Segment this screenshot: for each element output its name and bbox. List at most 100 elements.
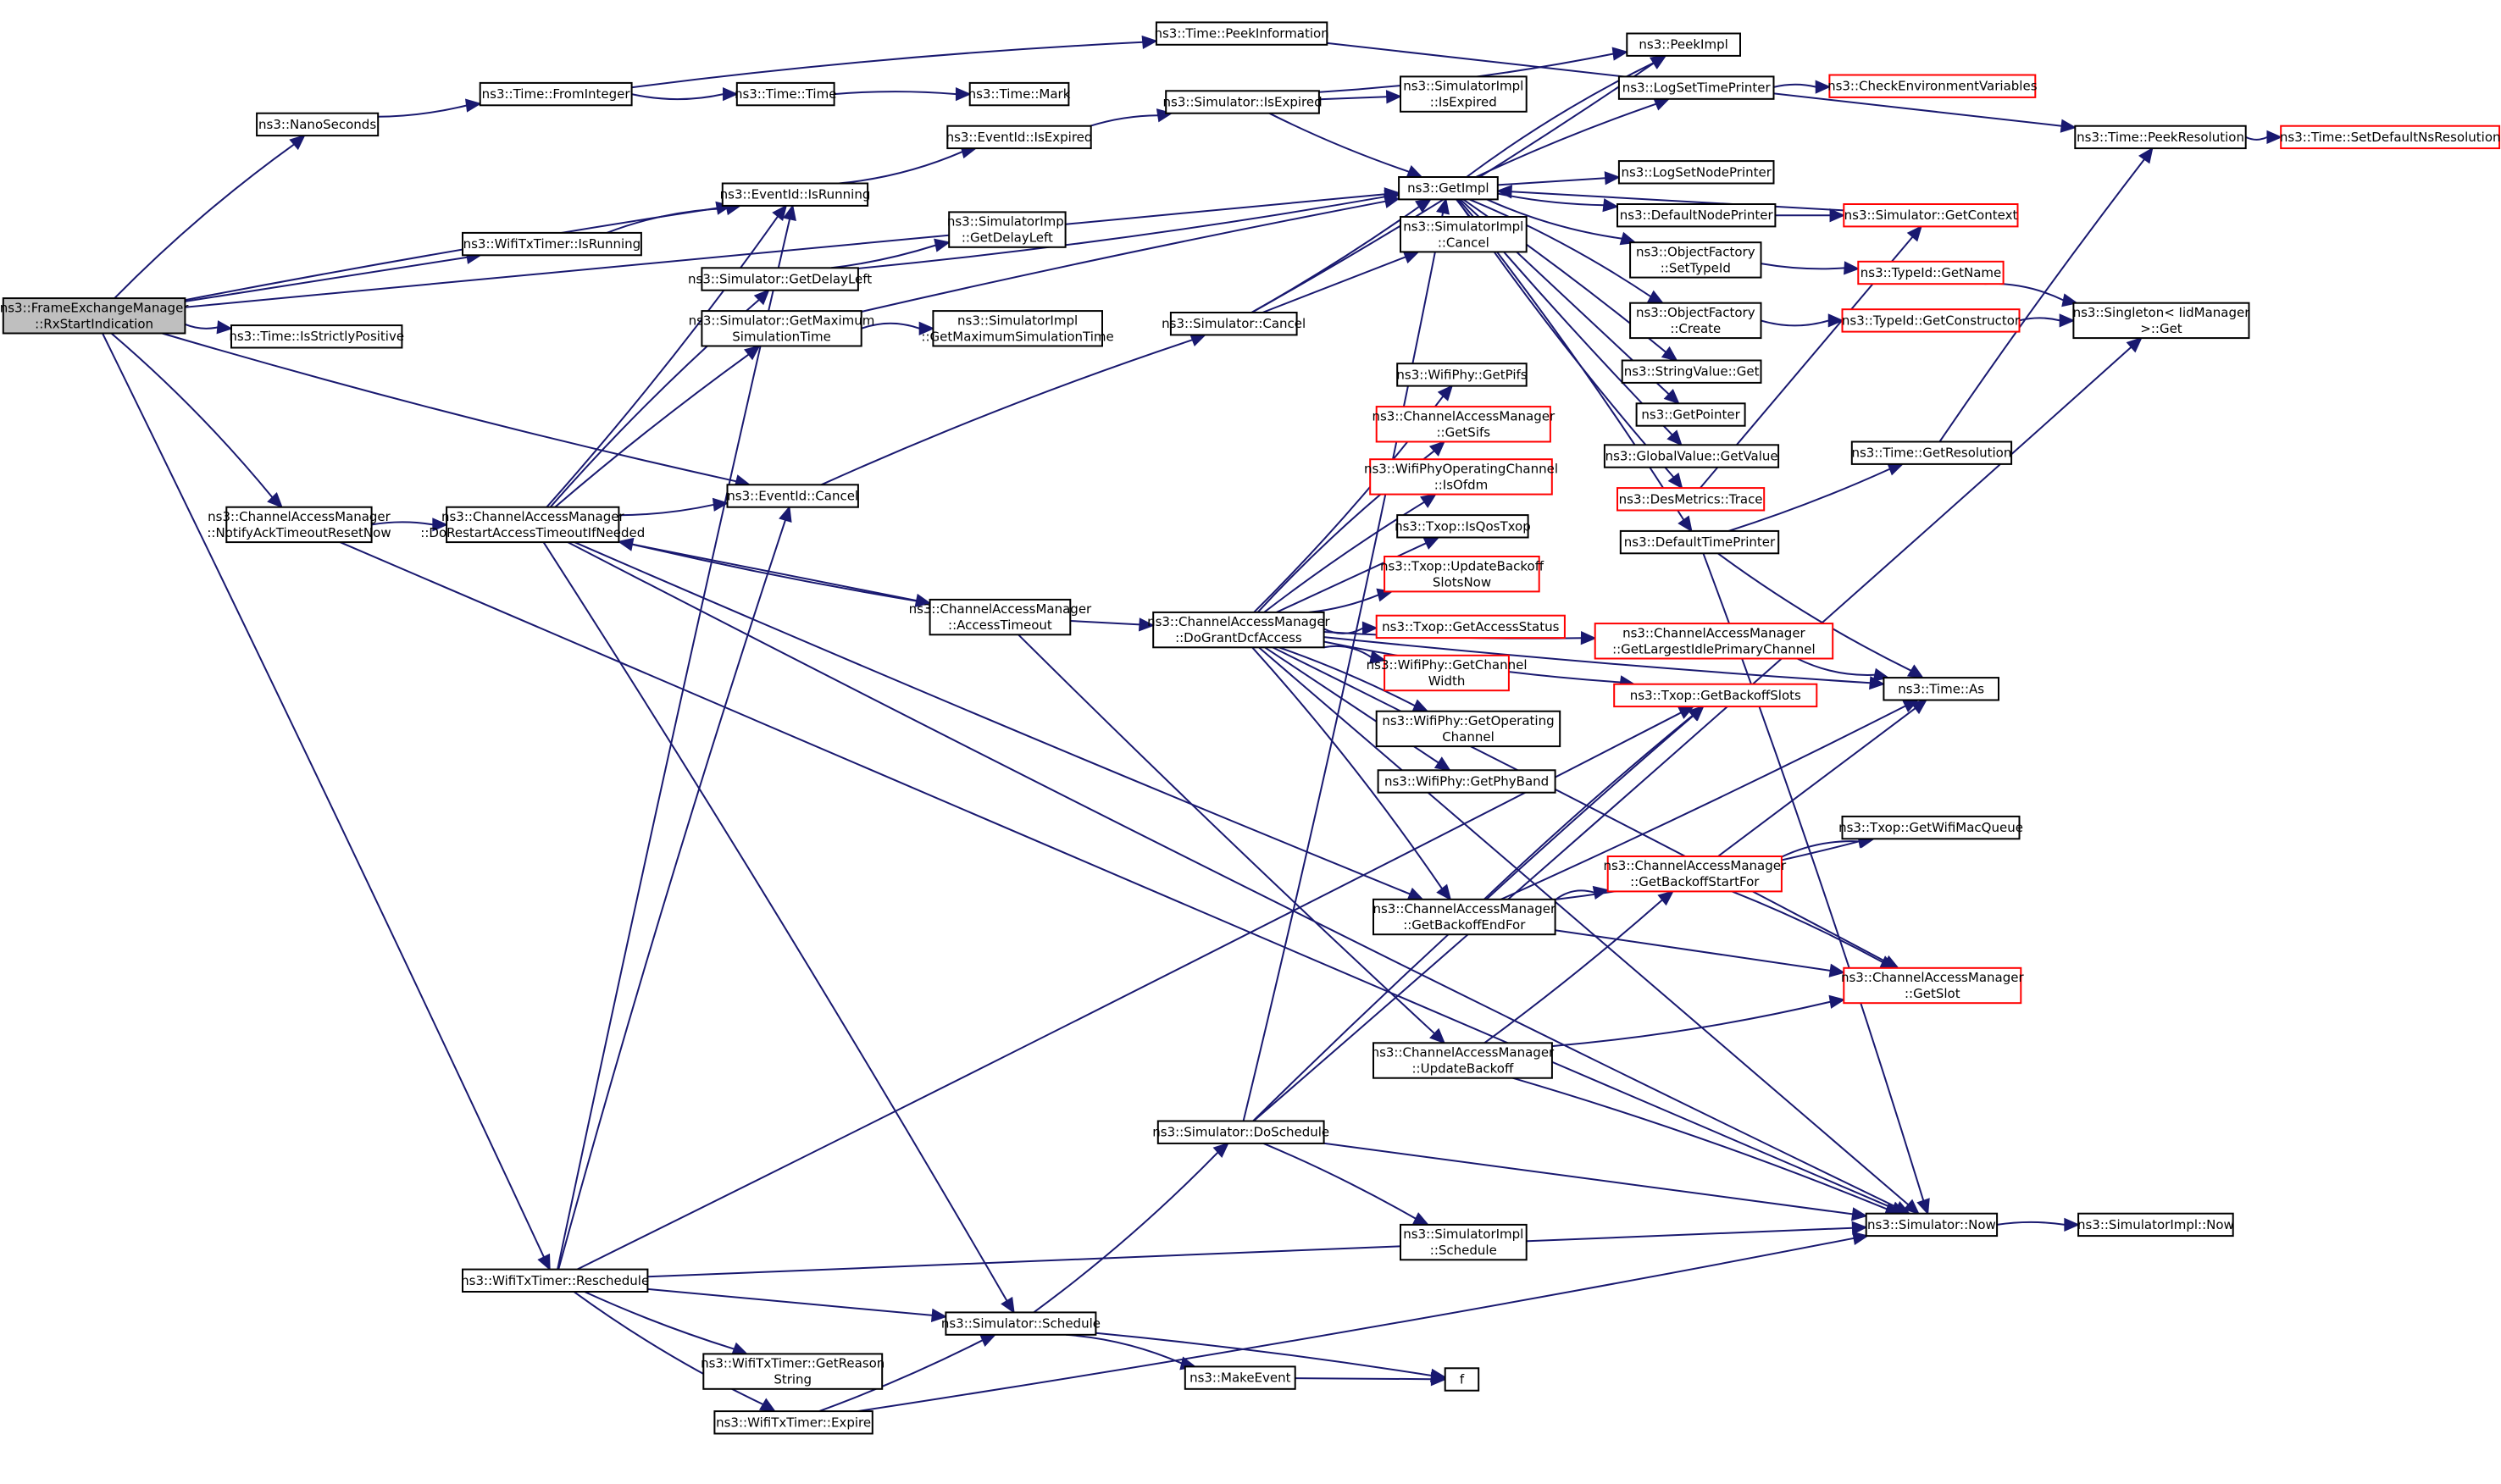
node-time-as[interactable]: ns3::Time::As — [1883, 677, 1999, 701]
node-simulatorimpl-getdelayleft[interactable]: ns3::SimulatorImpl::GetDelayLeft — [947, 211, 1068, 248]
node-cam-getsifs[interactable]: ns3::ChannelAccessManager::GetSifs — [1372, 406, 1556, 443]
node-txop-getaccessstatus[interactable]: ns3::Txop::GetAccessStatus — [1375, 614, 1566, 640]
node-simulator-schedule[interactable]: ns3::Simulator::Schedule — [941, 1311, 1101, 1336]
node-cam-accesstimeout[interactable]: ns3::ChannelAccessManager::AccessTimeout — [909, 598, 1092, 636]
node-simulator-now[interactable]: ns3::Simulator::Now — [1865, 1212, 1999, 1238]
node-label: ::Create — [1670, 321, 1721, 336]
node-box — [1617, 75, 1775, 100]
node-cam-getslot[interactable]: ns3::ChannelAccessManager::GetSlot — [1841, 966, 2024, 1005]
node-label: ns3::Simulator::DoSchedule — [1152, 1125, 1329, 1140]
node-globalvalue-getvalue[interactable]: ns3::GlobalValue::GetValue — [1603, 444, 1780, 468]
node-defaulttimeprinter[interactable]: ns3::DefaultTimePrinter — [1619, 529, 1780, 555]
node-time-peekinformation[interactable]: ns3::Time::PeekInformation — [1154, 21, 1329, 46]
node-simulator-doschedule[interactable]: ns3::Simulator::DoSchedule — [1152, 1120, 1329, 1144]
node-logsettimeprinter[interactable]: ns3::LogSetTimePrinter — [1617, 75, 1775, 100]
node-wifiphy-getphyband[interactable]: ns3::WifiPhy::GetPhyBand — [1377, 769, 1556, 794]
node-cam-updatebackoff[interactable]: ns3::ChannelAccessManager::UpdateBackoff — [1372, 1042, 1555, 1079]
node-box — [1384, 654, 1510, 692]
node-wifiphy-getpifs[interactable]: ns3::WifiPhy::GetPifs — [1396, 363, 1528, 387]
arrowhead-icon — [1602, 198, 1619, 213]
node-singleton-iidmanager-get[interactable]: ns3::Singleton< IidManager>::Get — [2072, 302, 2251, 340]
arrowhead-icon — [465, 98, 482, 113]
node-txop-isqostxop[interactable]: ns3::Txop::IsQosTxop — [1395, 514, 1531, 539]
node-checkenvironmentvariables[interactable]: ns3::CheckEnvironmentVariables — [1827, 74, 2038, 98]
node-time-isstrictlypositive[interactable]: ns3::Time::IsStrictlyPositive — [229, 324, 404, 349]
node-peekimpl[interactable]: ns3::PeekImpl — [1626, 32, 1742, 57]
node-simulator-cancel[interactable]: ns3::Simulator::Cancel — [1162, 312, 1306, 336]
node-wifitxtimer-isrunning[interactable]: ns3::WifiTxTimer::IsRunning — [462, 231, 642, 257]
arrowhead-icon — [1910, 699, 1928, 715]
node-simulator-isexpired[interactable]: ns3::Simulator::IsExpired — [1163, 90, 1323, 114]
node-desmetrics-trace[interactable]: ns3::DesMetrics::Trace — [1616, 487, 1766, 512]
edge-wifitxtimer-reschedule-to-simulator-schedule — [647, 1287, 933, 1316]
arrowhead-icon — [1384, 194, 1400, 208]
node-simulator-getcontext[interactable]: ns3::Simulator::GetContext — [1843, 203, 2019, 228]
node-time-mark[interactable]: ns3::Time::Mark — [968, 81, 1071, 107]
node-wifitxtimer-reschedule[interactable]: ns3::WifiTxTimer::Reschedule — [461, 1268, 649, 1293]
node-getimpl[interactable]: ns3::GetImpl — [1398, 176, 1499, 201]
node-cam-getbackoffstartfor[interactable]: ns3::ChannelAccessManager::GetBackoffSta… — [1603, 856, 1787, 893]
node-time-peekresolution[interactable]: ns3::Time::PeekResolution — [2074, 125, 2247, 150]
node-label: ns3::DesMetrics::Trace — [1619, 491, 1763, 507]
node-time-getresolution[interactable]: ns3::Time::GetResolution — [1850, 440, 2013, 465]
node-box — [929, 598, 1072, 636]
node-makeevent[interactable]: ns3::MakeEvent — [1184, 1365, 1296, 1390]
node-txop-getwifimacqueue[interactable]: ns3::Txop::GetWifiMacQueue — [1838, 815, 2023, 840]
node-nanoseconds[interactable]: ns3::NanoSeconds — [256, 112, 380, 137]
edge-cam-getbackoffstartfor-to-cam-getslot — [1732, 890, 1883, 963]
node-label: ::GetSifs — [1436, 424, 1490, 440]
node-eventid-cancel[interactable]: ns3::EventId::Cancel — [726, 484, 859, 508]
node-label: ns3::Txop::GetBackoffSlots — [1630, 688, 1801, 703]
node-simulator-getmaximumsimulationtime[interactable]: ns3::Simulator::GetMaximumSimulationTime — [689, 310, 875, 347]
edge-wifitxtimer-expire-to-simulator-now — [857, 1237, 1855, 1413]
node-box — [1400, 75, 1528, 113]
node-f[interactable]: f — [1444, 1367, 1480, 1392]
node-cam-dorestartaccesstimeoutifneeded[interactable]: ns3::ChannelAccessManager::DoRestartAcce… — [420, 506, 645, 544]
node-wifiphyoperatingchannel-isofdm[interactable]: ns3::WifiPhyOperatingChannel::IsOfdm — [1364, 458, 1558, 496]
node-label: Width — [1428, 673, 1466, 689]
node-simulatorimpl-isexpired[interactable]: ns3::SimulatorImpl::IsExpired — [1400, 75, 1528, 113]
node-defaultnodeprinter[interactable]: ns3::DefaultNodePrinter — [1616, 203, 1777, 228]
node-box — [1444, 1367, 1480, 1392]
node-simulator-getdelayleft[interactable]: ns3::Simulator::GetDelayLeft — [688, 267, 872, 291]
node-time-time[interactable]: ns3::Time::Time — [735, 81, 837, 107]
node-simulatorimpl-schedule[interactable]: ns3::SimulatorImpl::Schedule — [1400, 1223, 1528, 1261]
arrowhead-icon — [537, 1253, 551, 1271]
node-simulatorimpl-cancel[interactable]: ns3::SimulatorImpl::Cancel — [1400, 216, 1528, 253]
node-cam-notifyacktimeoutresetnow[interactable]: ns3::ChannelAccessManager::NotifyAckTime… — [207, 506, 391, 544]
node-time-frominteger[interactable]: ns3::Time::FromInteger — [479, 81, 633, 107]
edge-wifitxtimer-reschedule-to-wifitxtimer-getreasonstring — [584, 1290, 735, 1350]
node-box — [1396, 514, 1529, 539]
node-label: ns3::ObjectFactory — [1636, 244, 1755, 259]
node-label: ns3::StringValue::Get — [1624, 364, 1760, 379]
node-objectfactory-settypeid[interactable]: ns3::ObjectFactory::SetTypeId — [1629, 241, 1762, 279]
node-objectfactory-create[interactable]: ns3::ObjectFactory::Create — [1629, 302, 1762, 340]
node-typeid-getname[interactable]: ns3::TypeId::GetName — [1857, 260, 2005, 285]
arrowhead-icon — [1828, 994, 1846, 1009]
node-label: ns3::SimulatorImpl::Now — [2077, 1217, 2234, 1232]
node-logsetnodeprinter[interactable]: ns3::LogSetNodePrinter — [1617, 160, 1775, 185]
node-txop-getbackoffslots[interactable]: ns3::Txop::GetBackoffSlots — [1613, 683, 1818, 708]
node-label: ns3::Simulator::GetMaximum — [689, 313, 875, 328]
node-simulatorimpl-now[interactable]: ns3::SimulatorImpl::Now — [2077, 1212, 2234, 1238]
node-label: ns3::WifiTxTimer::GetReason — [701, 1356, 884, 1371]
node-root[interactable]: ns3::FrameExchangeManager::RxStartIndica… — [0, 297, 189, 335]
node-cam-getbackoffendfor[interactable]: ns3::ChannelAccessManager::GetBackoffEnd… — [1372, 898, 1556, 936]
node-time-setdefaultnsresolution[interactable]: ns3::Time::SetDefaultNsResolution — [2280, 125, 2501, 150]
node-eventid-isrunning[interactable]: ns3::EventId::IsRunning — [720, 182, 871, 207]
node-stringvalue-get[interactable]: ns3::StringValue::Get — [1621, 359, 1762, 384]
edge-getimpl-to-logsetnodeprinter — [1497, 177, 1605, 186]
node-cam-dograntdcfaccess[interactable]: ns3::ChannelAccessManager::DoGrantDcfAcc… — [1147, 611, 1331, 649]
node-label: ns3::Singleton< IidManager — [2073, 305, 2251, 320]
node-eventid-isexpired[interactable]: ns3::EventId::IsExpired — [946, 125, 1093, 150]
node-wifitxtimer-expire[interactable]: ns3::WifiTxTimer::Expire — [713, 1410, 873, 1435]
node-simulatorimpl-getmaximumsimulationtime[interactable]: ns3::SimulatorImpl::GetMaximumSimulation… — [921, 310, 1114, 347]
node-typeid-getconstructor[interactable]: ns3::TypeId::GetConstructor — [1841, 308, 2021, 333]
node-label: ::GetSlot — [1905, 986, 1960, 1001]
node-cam-getlargestidleprimarychannel[interactable]: ns3::ChannelAccessManager::GetLargestIdl… — [1594, 623, 1834, 660]
node-getpointer[interactable]: ns3::GetPointer — [1635, 402, 1746, 427]
